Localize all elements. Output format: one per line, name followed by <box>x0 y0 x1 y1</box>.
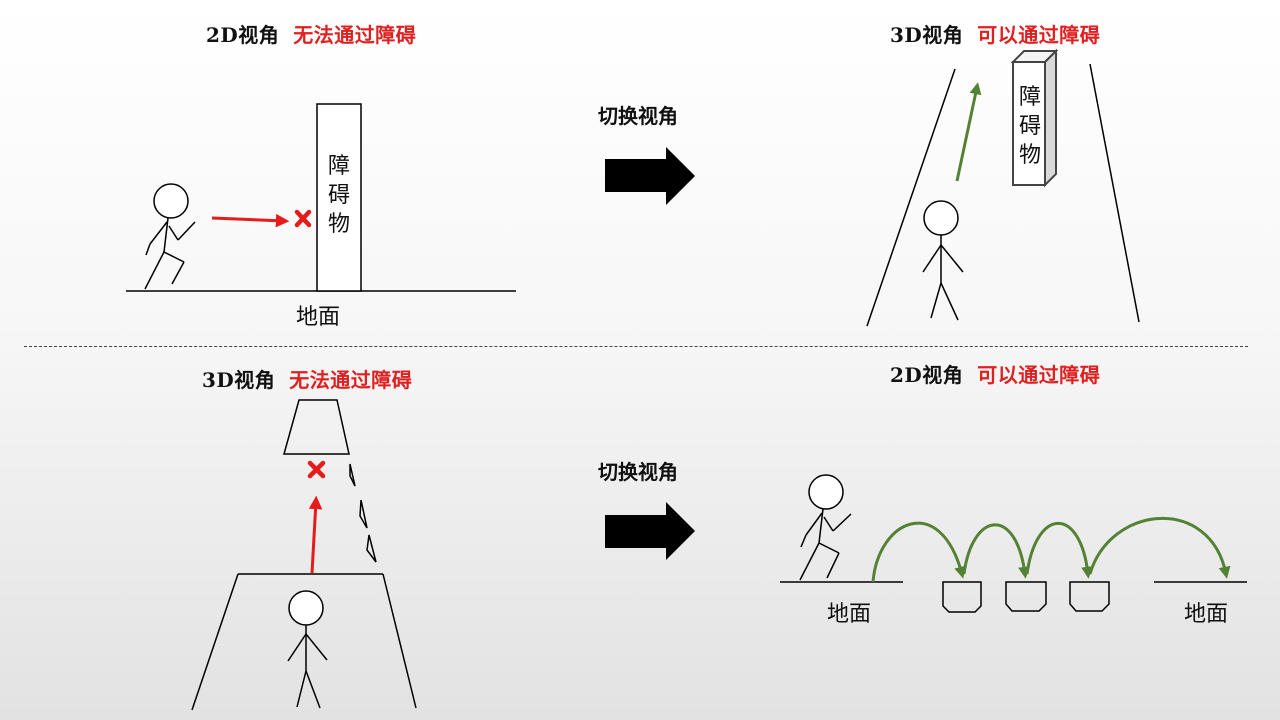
right-arrow-icon <box>605 147 695 205</box>
road-edge-right <box>1089 63 1140 323</box>
far-platform <box>283 399 350 455</box>
blocked-arrow <box>308 495 323 574</box>
road-edge-right <box>382 573 417 709</box>
view-label: 3D视角 <box>890 23 964 47</box>
switch-view-label-bottom: 切换视角 <box>598 460 678 484</box>
status-label: 无法通过障碍 <box>289 368 413 392</box>
floating-platform <box>1069 581 1110 612</box>
stick-figure <box>287 590 328 709</box>
obstacle-label-3d: 障碍物 <box>1018 85 1041 168</box>
section-divider <box>24 346 1248 347</box>
pass-arrow <box>955 82 982 182</box>
panel-2d-passable <box>780 474 1247 613</box>
stick-figure <box>144 183 196 290</box>
obstacle-box-3d <box>1010 48 1059 188</box>
title-bottom-left: 3D视角无法通过障碍 <box>202 364 412 393</box>
ground-label-left: 地面 <box>827 602 872 627</box>
status-label: 可以通过障碍 <box>977 363 1101 387</box>
status-label: 可以通过障碍 <box>977 23 1101 47</box>
ground-label-right: 地面 <box>1184 602 1229 627</box>
ground-label: 地面 <box>296 305 341 330</box>
panel-3d-blocked <box>191 399 417 711</box>
panel-2d-blocked <box>126 103 516 292</box>
floating-platform <box>1005 581 1047 612</box>
jump-arcs <box>871 517 1231 583</box>
view-label: 3D视角 <box>202 368 276 392</box>
cross-mark-icon <box>294 209 312 228</box>
gap-fragment <box>359 499 368 529</box>
status-label: 无法通过障碍 <box>293 23 417 47</box>
stick-figure <box>799 474 852 581</box>
road-edge-left <box>866 68 956 327</box>
title-bottom-right: 2D视角可以通过障碍 <box>890 359 1100 388</box>
gap-fragment <box>366 534 377 563</box>
floating-platform <box>942 581 982 613</box>
stick-figure <box>922 200 964 321</box>
cross-mark-icon <box>307 460 326 479</box>
panel-3d-passable <box>866 48 1140 327</box>
gap-fragment <box>349 463 356 487</box>
blocked-arrow <box>211 213 290 228</box>
switch-view-label-top: 切换视角 <box>598 104 678 128</box>
title-top-left: 2D视角无法通过障碍 <box>206 19 416 48</box>
view-label: 2D视角 <box>206 23 280 47</box>
view-label: 2D视角 <box>890 363 964 387</box>
road-edge-left <box>191 573 239 711</box>
title-top-right: 3D视角可以通过障碍 <box>890 19 1100 48</box>
obstacle-label: 障碍物 <box>327 154 350 237</box>
right-arrow-icon <box>605 502 695 560</box>
obstacle-block <box>316 103 362 292</box>
